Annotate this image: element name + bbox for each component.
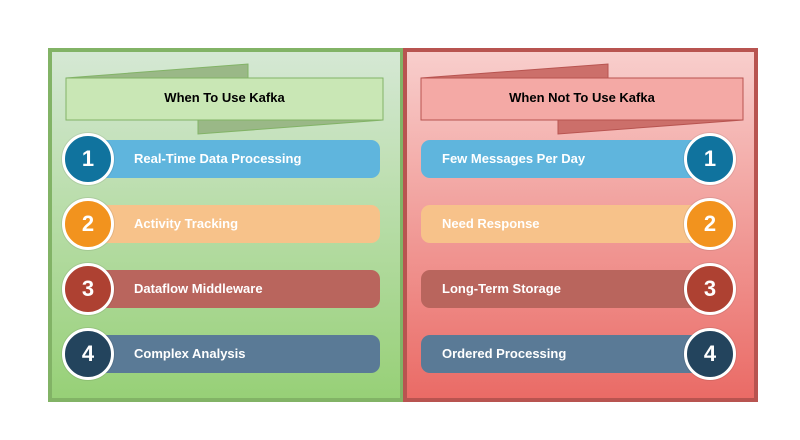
list-item-bar	[86, 335, 380, 373]
number-badge: 4	[62, 328, 114, 380]
when-to-use-banner	[65, 63, 384, 135]
when-not-to-use-banner	[420, 63, 744, 135]
number-badge: 4	[684, 328, 736, 380]
list-item-label: Dataflow Middleware	[134, 281, 263, 296]
list-item-bar	[421, 270, 707, 308]
number-badge: 1	[62, 133, 114, 185]
list-item-label: Long-Term Storage	[442, 281, 561, 296]
when-to-use-panel: When To Use Kafka Real-Time Data Process…	[48, 48, 404, 402]
list-item-label: Activity Tracking	[134, 216, 239, 231]
panel-title: When Not To Use Kafka	[509, 90, 655, 105]
panel-title: When To Use Kafka	[164, 90, 285, 105]
list-item-bar	[421, 335, 707, 373]
number-badge: 2	[684, 198, 736, 250]
list-item-bar	[86, 205, 380, 243]
list-item-label: Few Messages Per Day	[442, 151, 586, 166]
number-badge: 1	[684, 133, 736, 185]
list-item-bar	[421, 140, 707, 178]
banner-bottom-fold	[557, 119, 744, 135]
number-badge: 3	[684, 263, 736, 315]
number-badge: 3	[62, 263, 114, 315]
when-not-to-use-panel: When Not To Use Kafka Few Messages Per D…	[403, 48, 758, 402]
list-item-label: Ordered Processing	[442, 346, 567, 361]
banner-body	[65, 77, 384, 121]
banner-top-fold	[420, 63, 609, 79]
list-item-bar	[86, 270, 380, 308]
list-item-label: Need Response	[442, 216, 540, 231]
number-badge: 2	[62, 198, 114, 250]
banner-bottom-fold	[197, 119, 384, 135]
list-item-label: Real-Time Data Processing	[134, 151, 302, 166]
list-item-bar	[86, 140, 380, 178]
list-item-label: Complex Analysis	[134, 346, 246, 361]
banner-top-fold	[65, 63, 249, 79]
banner-body	[420, 77, 744, 121]
list-item-bar	[421, 205, 707, 243]
